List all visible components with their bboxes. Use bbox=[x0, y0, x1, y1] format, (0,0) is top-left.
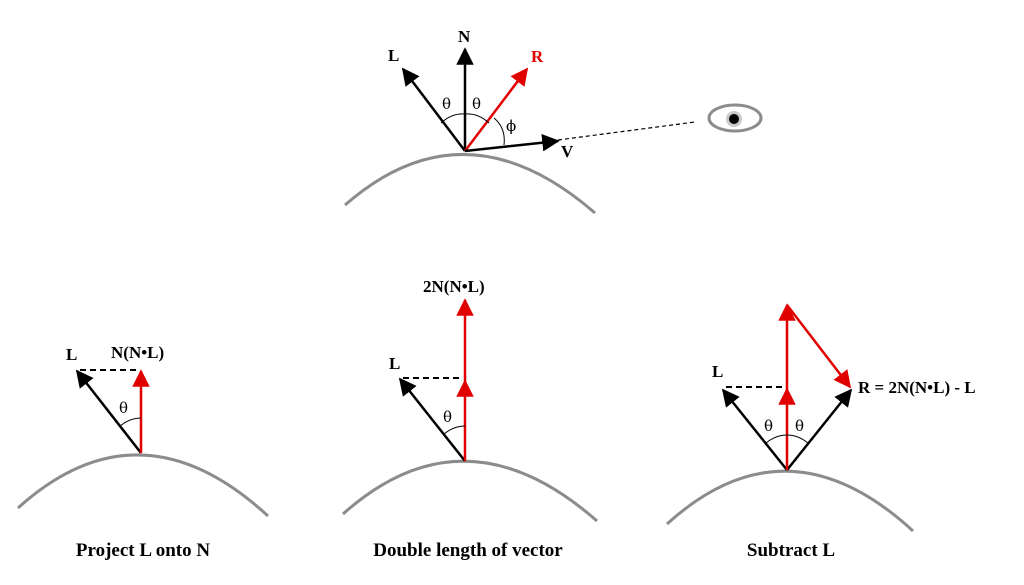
label-V: V bbox=[561, 142, 574, 161]
view-vector bbox=[464, 133, 560, 153]
theta-right-label: θ bbox=[795, 417, 804, 435]
theta-arc-left bbox=[440, 113, 466, 124]
theta-arc-left bbox=[765, 434, 788, 444]
label-L: L bbox=[388, 46, 399, 65]
label-L: L bbox=[712, 362, 723, 381]
panel-project: L N(N•L) θ Project L onto N bbox=[16, 343, 270, 561]
panel-double: L 2N(N•L) θ Double length of vector bbox=[342, 277, 598, 561]
theta-arc-right bbox=[786, 434, 809, 444]
theta-left-label: θ bbox=[442, 95, 451, 113]
view-dashed-line bbox=[557, 121, 696, 141]
label-L: L bbox=[66, 345, 77, 364]
label-N: N bbox=[458, 27, 471, 46]
label-doubled: 2N(N•L) bbox=[423, 277, 485, 296]
subtract-vector bbox=[786, 304, 852, 389]
theta-right-label: θ bbox=[472, 95, 481, 113]
label-projection: N(N•L) bbox=[111, 343, 164, 362]
light-vector bbox=[721, 388, 788, 471]
phi-label: ϕ bbox=[506, 117, 516, 135]
surface-curve bbox=[342, 459, 598, 523]
theta-arc bbox=[443, 425, 466, 435]
reflect-vector bbox=[786, 388, 853, 471]
eye-icon bbox=[707, 103, 763, 133]
theta-arc-right bbox=[464, 113, 490, 124]
theta-left-label: θ bbox=[764, 417, 773, 435]
caption: Subtract L bbox=[747, 540, 835, 561]
panel-subtract: L R = 2N(N•L) - L θ θ Subtract L bbox=[665, 303, 976, 561]
top-diagram: N L R V θ θ ϕ bbox=[344, 27, 763, 215]
reflect-vector bbox=[464, 67, 529, 152]
surface-curve bbox=[16, 453, 270, 518]
caption: Double length of vector bbox=[373, 540, 563, 561]
label-L: L bbox=[389, 354, 400, 373]
theta-label: θ bbox=[119, 399, 128, 417]
surface-curve bbox=[665, 469, 915, 533]
surface-curve bbox=[344, 153, 596, 215]
label-R-formula: R = 2N(N•L) - L bbox=[858, 378, 976, 397]
light-vector bbox=[398, 377, 466, 462]
phi-arc bbox=[493, 117, 505, 146]
theta-label: θ bbox=[443, 408, 452, 426]
light-vector bbox=[75, 369, 142, 454]
theta-arc bbox=[119, 417, 142, 427]
light-vector bbox=[401, 67, 466, 152]
label-R: R bbox=[531, 47, 544, 66]
caption: Project L onto N bbox=[76, 540, 210, 561]
